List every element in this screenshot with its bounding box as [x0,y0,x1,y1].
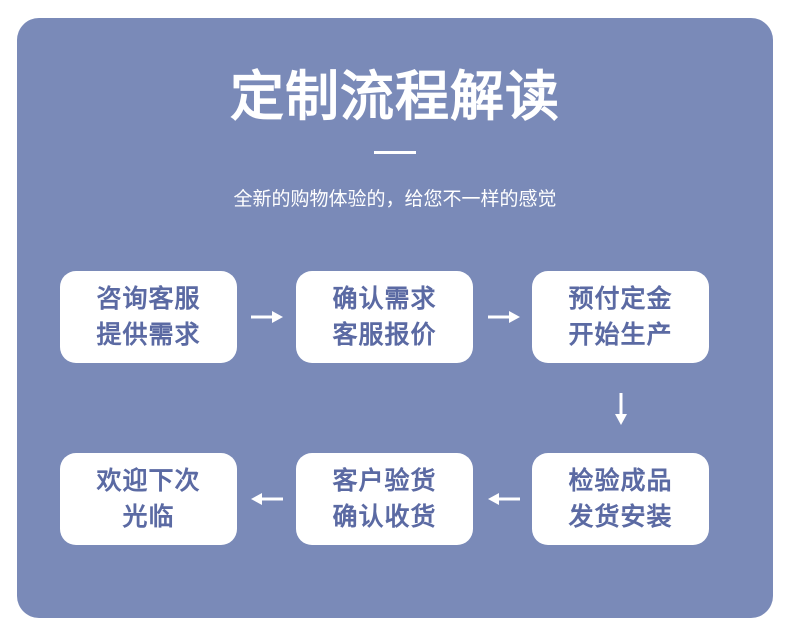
title-underline [374,151,416,154]
step-welcome-back: 欢迎下次 光临 [60,453,237,545]
step-label-line2: 发货安装 [568,502,673,531]
step-label-line1: 确认需求 [332,284,437,313]
step-label-line1: 预付定金 [568,284,673,313]
page-subtitle: 全新的购物体验的，给您不一样的感觉 [233,188,557,210]
step-inspect-ship: 检验成品 发货安装 [532,453,709,545]
step-label-line1: 咨询客服 [96,284,201,313]
page-title: 定制流程解读 [230,65,560,128]
step-consult-service: 咨询客服 提供需求 [60,271,237,363]
step-label-line2: 提供需求 [96,320,201,349]
arrow-right-icon [488,311,520,323]
step-label-line2: 客服报价 [332,320,437,349]
arrow-down-icon [615,393,627,425]
step-label-line2: 光临 [122,502,175,531]
arrow-left-icon [251,493,283,505]
step-customer-inspection: 客户验货 确认收货 [296,453,473,545]
arrow-left-icon [488,493,520,505]
step-label-line1: 欢迎下次 [96,466,201,495]
step-label-line1: 客户验货 [332,466,437,495]
step-confirm-requirements: 确认需求 客服报价 [296,271,473,363]
step-pay-deposit: 预付定金 开始生产 [532,271,709,363]
step-label-line2: 确认收货 [332,502,437,531]
arrow-right-icon [251,311,283,323]
step-label-line2: 开始生产 [568,320,673,349]
step-label-line1: 检验成品 [568,466,673,495]
